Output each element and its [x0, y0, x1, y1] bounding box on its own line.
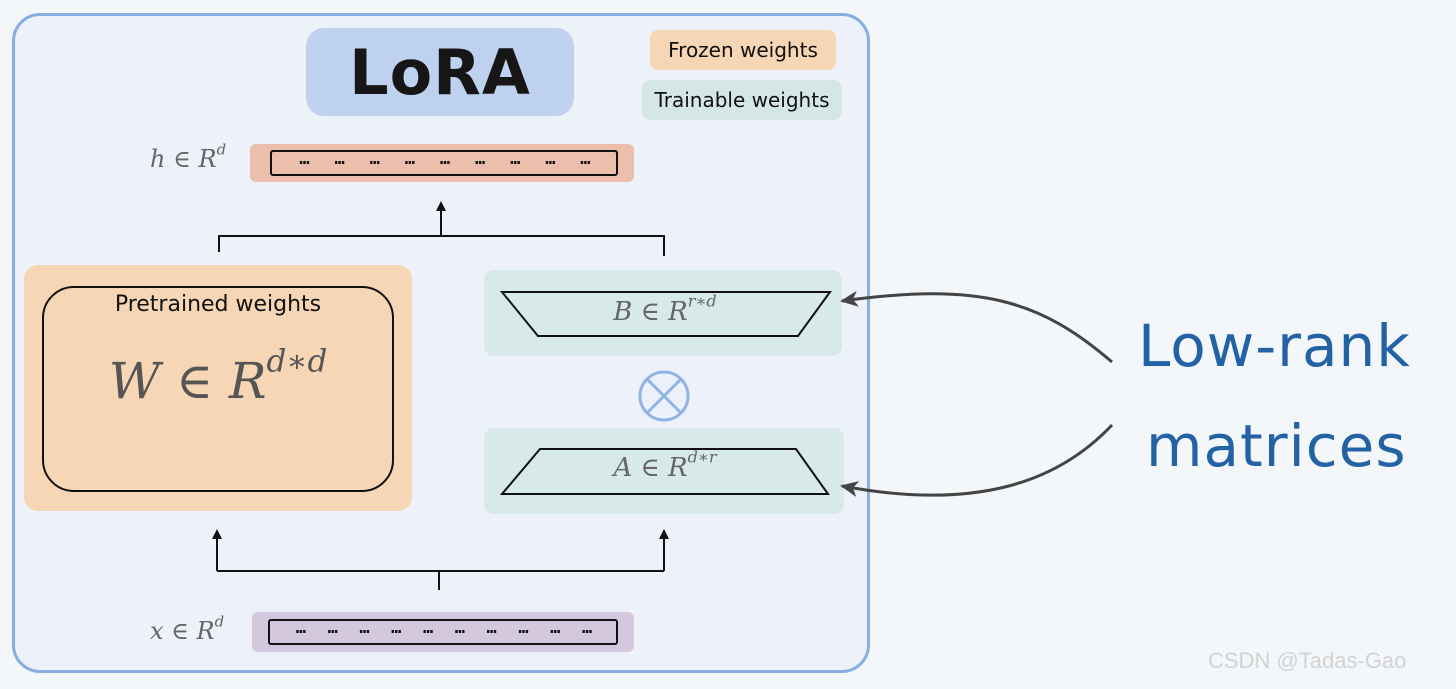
input-vector: … … … … … … … … … …	[268, 619, 618, 645]
matrix-a-trapezoid	[499, 448, 830, 495]
annotation-line-1: Low-rank	[1138, 312, 1411, 380]
output-vector-cell: …	[369, 148, 380, 169]
annotation-line-2: matrices	[1146, 412, 1407, 480]
matrix-b-trapezoid	[499, 291, 832, 337]
output-vector-cell: …	[404, 148, 415, 169]
diagram-title: LoRA	[306, 28, 574, 116]
annotation-arrow-to-b	[840, 290, 1113, 364]
output-vector-cell: …	[299, 148, 309, 169]
matrix-a-superscript: d∗r	[687, 447, 717, 467]
multiply-operator-icon	[638, 370, 690, 422]
output-merge-connector	[218, 201, 665, 256]
input-split-connector	[212, 529, 669, 590]
output-vector-cell: …	[334, 148, 345, 169]
matrix-a-formula: A ∈ Rd∗r	[502, 449, 828, 483]
output-vector-cell: …	[580, 148, 590, 169]
pretrained-weights-highlight	[24, 265, 412, 511]
matrix-b-symbol: B ∈ R	[613, 297, 688, 327]
pretrained-weights-formula: W ∈ Rd∗d	[42, 346, 394, 410]
output-vector-label: h ∈ Rd	[150, 142, 226, 173]
matrix-b-highlight	[484, 270, 842, 356]
annotation-arrow-to-a	[840, 423, 1114, 497]
matrix-a-highlight	[484, 428, 844, 514]
input-vector-highlight	[252, 612, 634, 652]
output-vector-cell: …	[510, 148, 520, 169]
watermark: CSDN @Tadas-Gao	[1208, 648, 1407, 673]
output-vector-symbol: h ∈ R	[150, 145, 217, 173]
output-vector-superscript: d	[216, 140, 227, 159]
output-vector-cell: …	[545, 148, 555, 169]
input-vector-cell: …	[359, 617, 369, 638]
input-vector-label: x ∈ Rd	[150, 614, 224, 645]
input-vector-cell: …	[486, 617, 497, 638]
input-vector-symbol: x ∈ R	[150, 617, 215, 645]
input-vector-superscript: d	[214, 612, 225, 631]
pretrained-weights-symbol: W ∈ R	[108, 352, 267, 410]
input-vector-cell: …	[327, 617, 338, 638]
matrix-b-formula: B ∈ Rr∗d	[502, 293, 828, 327]
input-vector-cell: …	[518, 617, 528, 638]
input-vector-cell: …	[581, 617, 592, 638]
input-vector-cell: …	[454, 617, 465, 638]
output-vector-cell: …	[474, 148, 485, 169]
input-vector-cell: …	[422, 617, 433, 638]
matrix-a-symbol: A ∈ R	[613, 453, 688, 483]
legend-frozen-weights: Frozen weights	[650, 30, 836, 70]
pretrained-weights-superscript: d∗d	[266, 343, 328, 380]
input-vector-cell: …	[295, 617, 306, 638]
input-vector-cell: …	[391, 617, 401, 638]
output-vector-cell: …	[439, 148, 450, 169]
matrix-b-superscript: r∗d	[687, 291, 717, 311]
input-vector-cell: …	[550, 617, 560, 638]
pretrained-weights-box	[42, 286, 394, 492]
legend-trainable-weights: Trainable weights	[642, 80, 842, 120]
pretrained-weights-title: Pretrained weights	[114, 292, 322, 317]
output-vector: … … … … … … … … …	[270, 150, 618, 176]
